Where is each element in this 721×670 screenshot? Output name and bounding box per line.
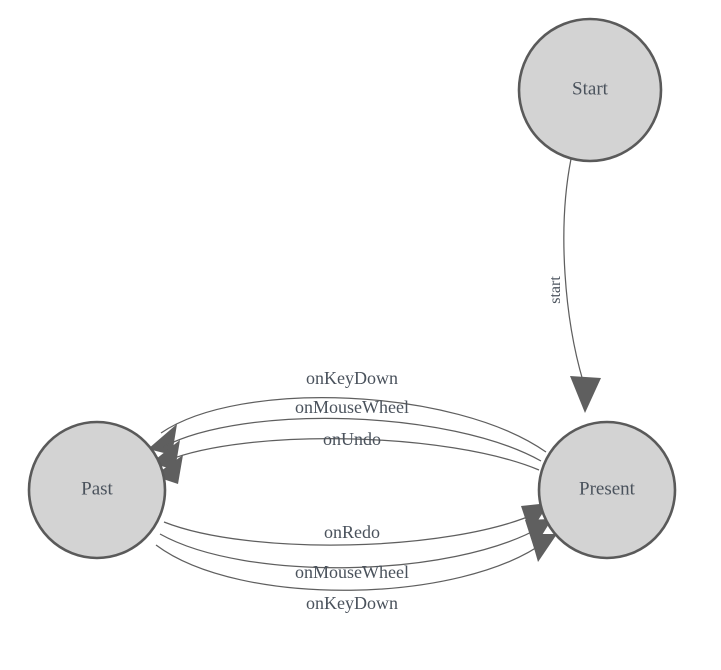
edge-start-path (563, 158, 584, 382)
edge-group: start onKeyDown onMouseWheel onUndo (148, 158, 601, 613)
node-group: Start Past Present (27, 17, 677, 560)
edge-past-to-present-mousewheel[interactable]: onMouseWheel (159, 519, 552, 582)
arrowhead-keydown-up (148, 424, 177, 455)
edge-undo-path (165, 438, 540, 471)
edge-wheel-up-path (162, 417, 542, 462)
edge-past-to-present-keydown[interactable]: onKeyDown (155, 534, 557, 613)
node-present[interactable]: Present (537, 420, 677, 560)
edge-label-start: start (547, 276, 564, 304)
node-present-circle (537, 420, 677, 560)
node-past-label: Past (81, 478, 113, 499)
edge-past-to-present-redo[interactable]: onRedo (163, 503, 549, 546)
arrowhead-start-to-present (570, 376, 601, 413)
edge-label-keydown-dn: onKeyDown (306, 593, 398, 613)
edge-start-to-present[interactable]: start (547, 158, 601, 413)
node-start-circle (517, 17, 663, 163)
edge-keydown-dn-path (155, 540, 547, 591)
edge-label-redo: onRedo (324, 522, 380, 542)
edge-redo-path (163, 512, 538, 546)
arrowhead-keydown-dn (530, 534, 557, 562)
edge-label-keydown-up: onKeyDown (306, 368, 398, 388)
edge-label-wheel-dn: onMouseWheel (295, 562, 409, 582)
node-past[interactable]: Past (27, 420, 167, 560)
node-present-label: Present (579, 478, 636, 499)
arrowhead-wheel-dn (525, 519, 552, 548)
node-start[interactable]: Start (517, 17, 663, 163)
edge-wheel-dn-path (159, 526, 542, 569)
node-start-label: Start (572, 78, 609, 99)
edge-present-to-past-keydown[interactable]: onKeyDown (148, 368, 547, 455)
edge-label-wheel-up: onMouseWheel (295, 397, 409, 417)
edge-keydown-up-path (160, 397, 547, 453)
edge-label-undo: onUndo (323, 429, 381, 449)
node-past-circle (27, 420, 167, 560)
